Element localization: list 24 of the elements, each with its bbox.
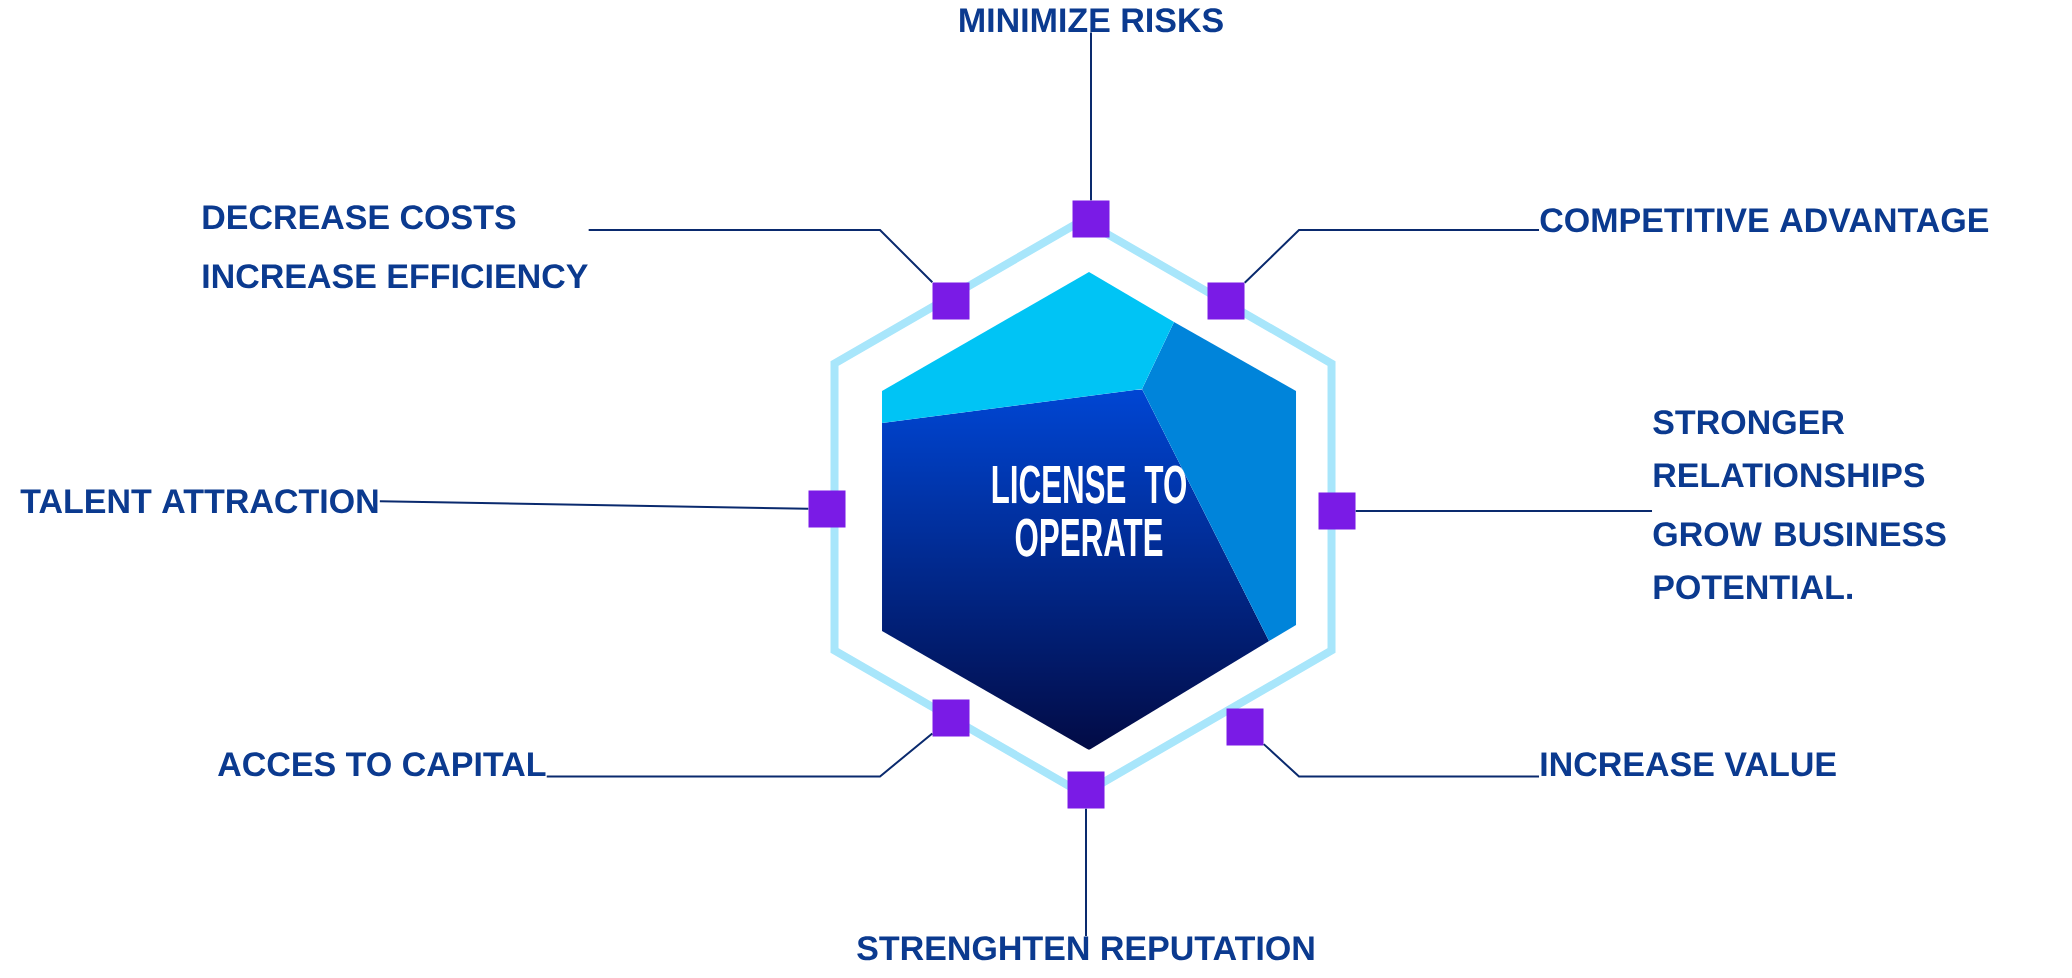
label-text: COMPETITIVE ADVANTAGE — [1540, 208, 1989, 233]
leader-line — [378, 500, 810, 510]
leader-line — [1262, 743, 1540, 778]
leader-line — [1085, 807, 1087, 937]
square-marker — [1067, 771, 1105, 809]
leader-line — [1354, 510, 1653, 512]
square-marker — [1072, 200, 1110, 238]
label-text: STRONGER RELATIONSHIPS GROW BUSINESS POTENTIAL. — [1653, 410, 1946, 600]
leader-line — [587, 229, 934, 284]
label-text: MINIMIZE RISKS — [960, 8, 1223, 33]
label-text: STRENGHTEN REPUTATION — [857, 936, 1314, 961]
label-text: TALENT ATTRACTION — [20, 489, 378, 514]
square-marker — [1318, 492, 1356, 530]
leader-line — [545, 732, 934, 778]
square-marker — [932, 699, 970, 737]
square-marker — [808, 490, 846, 528]
node-label: OPERATE — [1015, 518, 1163, 557]
leader-line — [1243, 229, 1540, 284]
leader-line — [1090, 31, 1092, 202]
hexagon-badge: LICENSE TO OPERATE — [882, 272, 1296, 641]
label-text: ACCES TO CAPITAL — [218, 752, 546, 777]
label-text: INCREASE VALUE — [1541, 752, 1836, 777]
label-text: DECREASE COSTS INCREASE EFFICIENCY — [203, 205, 588, 289]
square-marker — [1226, 708, 1264, 746]
